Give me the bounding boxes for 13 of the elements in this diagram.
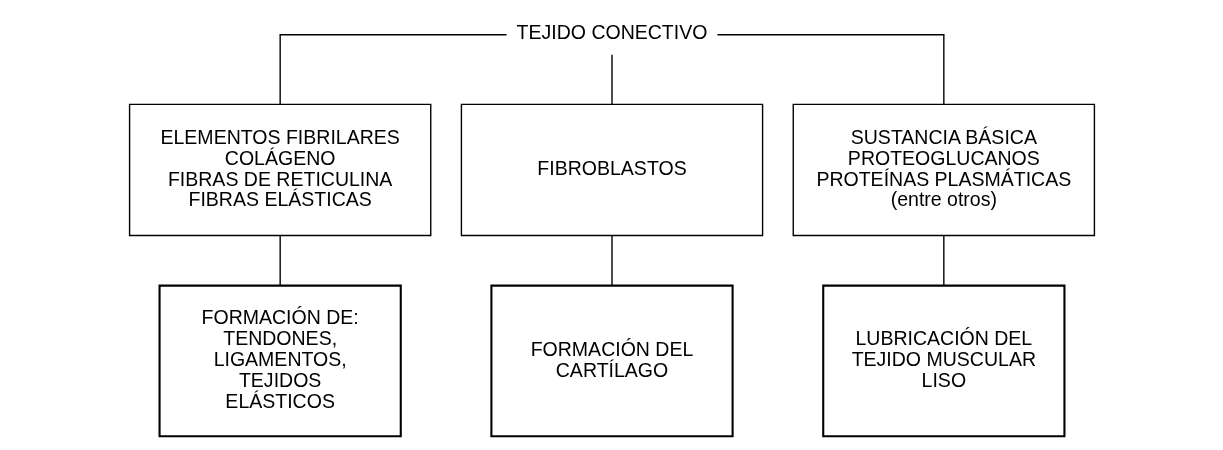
connector [610,53,613,105]
node-box: FIBROBLASTOS [460,103,763,237]
connector [610,234,613,286]
connector [716,34,945,105]
connector [278,234,281,286]
connector [278,34,507,105]
node-box: LUBRICACIÓN DEL TEJIDO MUSCULAR LISO [821,284,1065,438]
node-box: ELEMENTOS FIBRILARES COLÁGENO FIBRAS DE RETICULINA FIBRAS ELÁSTICAS [128,103,431,237]
node-box: FORMACIÓN DE: TENDONES, LIGAMENTOS, TEJIDOS ELÁSTICOS [158,284,402,438]
node-box: SUSTANCIA BÁSICA PROTEOGLUCANOS PROTEÍNAS PLASMÁTICAS (entre otros) [792,103,1095,237]
node-box: FORMACIÓN DEL CARTÍLAGO [489,284,734,438]
node-text: TEJIDO CONECTIVO [516,21,707,44]
connector [942,234,945,286]
